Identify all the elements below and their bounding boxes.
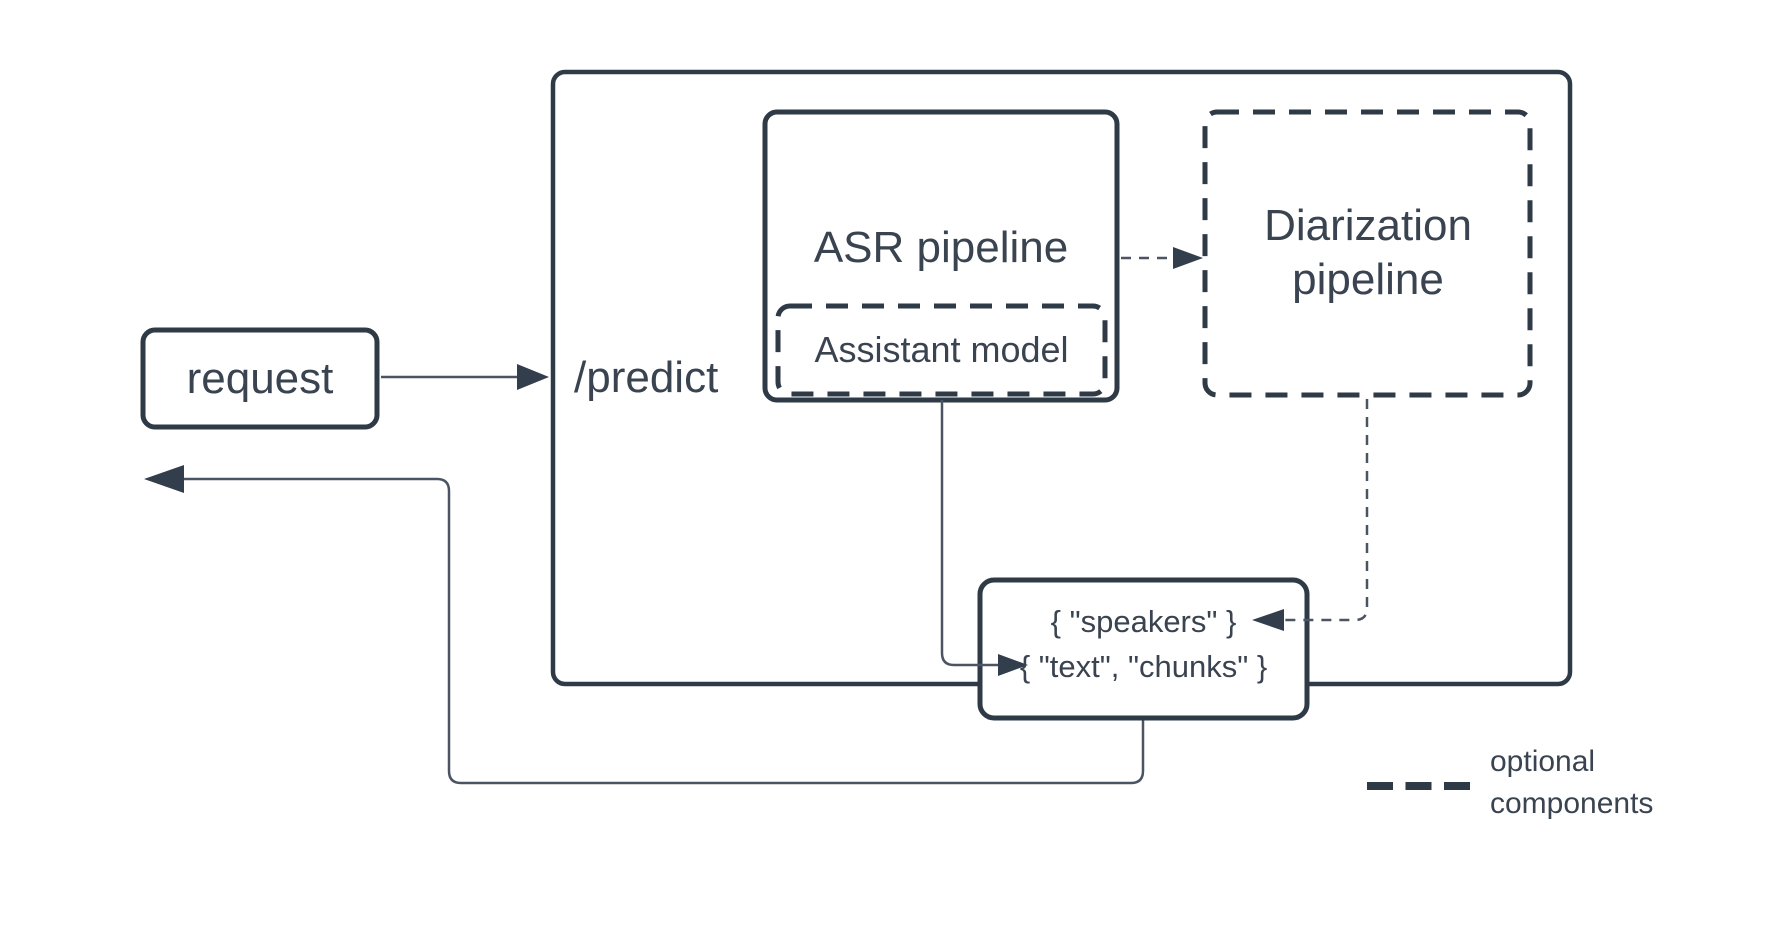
result-speakers-line: { "speakers" }	[1050, 604, 1237, 639]
legend-label: optional components	[1490, 745, 1654, 820]
asr-pipeline-label: ASR pipeline	[813, 223, 1069, 272]
asr-to-diarization-arrow	[1121, 247, 1203, 269]
predict-endpoint-label: /predict	[574, 353, 719, 402]
request-box	[140, 327, 380, 430]
result-payload: { "speakers" } { "text", "chunks" }	[980, 580, 1307, 718]
result-text-chunks-line: { "text", "chunks" }	[1019, 649, 1268, 684]
assistant-model-box	[775, 303, 1108, 397]
result-box	[977, 577, 1310, 721]
assistant-model-label: Assistant model	[814, 329, 1069, 370]
assistant-to-result-connector	[940, 400, 1028, 676]
request-to-predict-arrow	[381, 364, 549, 390]
diarization-pipeline-box	[1202, 109, 1533, 398]
diarization-to-result-connector	[1252, 399, 1369, 631]
request-label: request	[186, 353, 334, 403]
diarization-pipeline-label: Diarization pipeline	[1264, 201, 1472, 304]
result-to-request-return-arrow	[144, 465, 1145, 785]
